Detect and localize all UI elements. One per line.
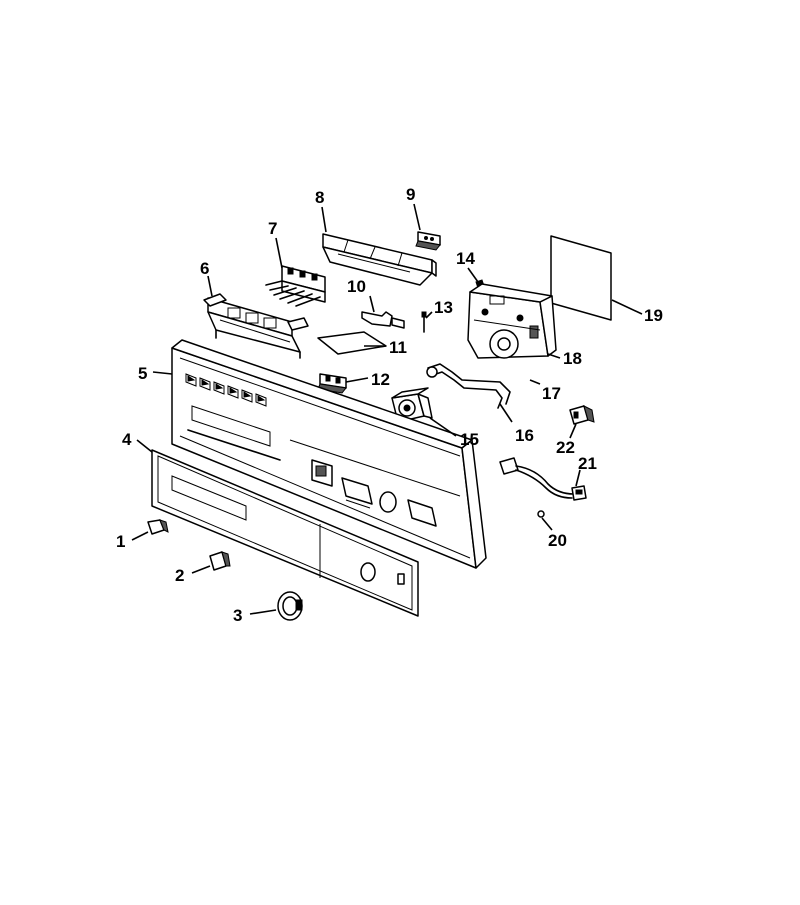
- callout-13: 13: [434, 298, 453, 317]
- callout-11: 11: [389, 338, 407, 357]
- callout-3: 3: [233, 606, 242, 625]
- leader-16: [499, 403, 513, 423]
- callout-17: 17: [542, 384, 561, 403]
- leader-5: [152, 371, 173, 375]
- callout-16: 16: [515, 426, 534, 445]
- leader-6: [207, 275, 213, 297]
- leader-8: [321, 206, 327, 233]
- callout-8: 8: [315, 188, 324, 207]
- callout-12: 12: [371, 370, 390, 389]
- callout-22: 22: [556, 438, 575, 457]
- leader-3: [249, 609, 277, 615]
- part-15-rotary-switch: [391, 387, 433, 423]
- leader-22: [569, 423, 577, 439]
- part-13-pin: [421, 311, 427, 333]
- part-22-connector: [569, 405, 595, 425]
- leader-4: [136, 439, 153, 453]
- leader-7: [275, 237, 283, 269]
- leader-19: [611, 299, 643, 315]
- leader-lines: [131, 203, 643, 615]
- callout-4: 4: [122, 430, 132, 449]
- callout-9: 9: [406, 185, 415, 204]
- part-8-bracket: [322, 233, 437, 286]
- part-4-fascia: [151, 449, 419, 617]
- part-1-knob: [147, 519, 169, 535]
- leader-1: [131, 531, 149, 541]
- leader-17: [529, 379, 541, 385]
- part-17-tube: [426, 363, 511, 409]
- part-10-clip: [361, 311, 405, 329]
- callout-7: 7: [268, 219, 277, 238]
- callout-labels: 1 2 3 4 5 6 7 8 9 10 11 12 13 14 15 16 1…: [116, 185, 663, 625]
- leader-10: [369, 295, 375, 313]
- leader-12: [345, 377, 369, 383]
- callout-6: 6: [200, 259, 209, 278]
- leader-21: [575, 469, 581, 487]
- part-11-plate: [317, 331, 387, 355]
- callout-14: 14: [456, 249, 475, 268]
- part-18-timer: [467, 283, 557, 359]
- part-7-switch-block: [265, 265, 326, 307]
- callout-10: 10: [347, 277, 366, 296]
- callout-15: 15: [460, 430, 479, 449]
- leader-15: [429, 417, 457, 437]
- leader-2: [191, 565, 211, 574]
- callout-2: 2: [175, 566, 184, 585]
- leader-14: [467, 267, 479, 283]
- callout-5: 5: [138, 364, 147, 383]
- callout-19: 19: [644, 306, 663, 325]
- callout-21: 21: [578, 454, 597, 473]
- leader-20: [541, 517, 553, 531]
- part-19-sheet: [550, 235, 612, 321]
- part-20-nut: [537, 510, 545, 518]
- callout-18: 18: [563, 349, 582, 368]
- part-21-wire-harness: [499, 457, 587, 501]
- part-12-switch: [317, 373, 347, 394]
- callout-20: 20: [548, 531, 567, 550]
- part-5-control-panel: [171, 339, 487, 569]
- part-2-knob: [209, 551, 231, 571]
- part-3-round-knob: [277, 591, 303, 621]
- leader-13: [425, 311, 433, 319]
- leader-9: [413, 203, 421, 231]
- part-9-connector: [415, 231, 441, 251]
- leader-18: [547, 353, 561, 359]
- part-6-button-frame: [203, 293, 309, 359]
- callout-1: 1: [116, 532, 125, 551]
